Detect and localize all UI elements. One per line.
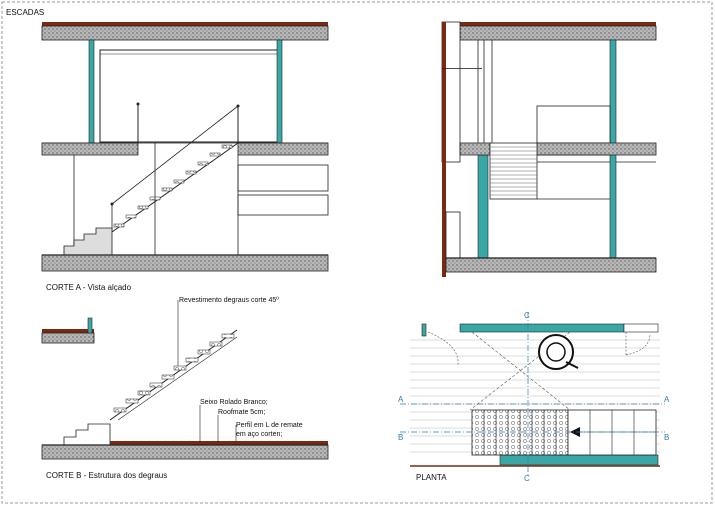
section-a-drawing: CORTE A - Vista alçado bbox=[41, 22, 329, 292]
stair-treads bbox=[113, 144, 233, 228]
stair-section-hatch bbox=[489, 142, 538, 200]
section-b-caption: CORTE B - Estrutura dos degraus bbox=[46, 471, 167, 480]
note-corten-profile: Perfil em L de remate bbox=[236, 422, 303, 429]
section-b-drawing: Revestimento degraus corte 45º Seixo Rol… bbox=[41, 297, 329, 480]
note-roofmate: Roofmate 5cm; bbox=[218, 409, 266, 416]
note-tread-finish: Revestimento degraus corte 45º bbox=[179, 297, 279, 304]
plan-drawing: A A B B C C PLANTA bbox=[398, 311, 670, 483]
note-corten-profile-2: em aço corten; bbox=[236, 431, 282, 438]
roof-slab bbox=[42, 22, 328, 26]
svg-text:C: C bbox=[524, 311, 530, 320]
svg-text:A: A bbox=[664, 395, 670, 404]
svg-text:A: A bbox=[398, 395, 404, 404]
note-gravel: Seixo Rolado Branco; bbox=[200, 399, 268, 406]
section-c-drawing bbox=[441, 21, 657, 277]
column-right bbox=[276, 39, 283, 144]
stair-direction-arrow-icon bbox=[570, 427, 580, 437]
column-left bbox=[88, 39, 95, 144]
floor-slab bbox=[41, 142, 139, 156]
plan-stair-treads bbox=[471, 409, 657, 456]
section-a-caption: CORTE A - Vista alçado bbox=[46, 283, 132, 292]
ground-slab bbox=[41, 254, 329, 272]
stair-stringer bbox=[111, 142, 239, 233]
window-frame bbox=[99, 49, 279, 143]
svg-text:C: C bbox=[524, 474, 530, 483]
plan-caption: PLANTA bbox=[416, 473, 447, 482]
svg-text:B: B bbox=[398, 433, 403, 442]
stair-treads-b bbox=[113, 333, 235, 413]
plan-round-element bbox=[538, 334, 574, 370]
svg-text:B: B bbox=[664, 433, 669, 442]
plan-top-wall bbox=[459, 323, 625, 333]
sheet-title: ESCADAS bbox=[6, 8, 44, 17]
